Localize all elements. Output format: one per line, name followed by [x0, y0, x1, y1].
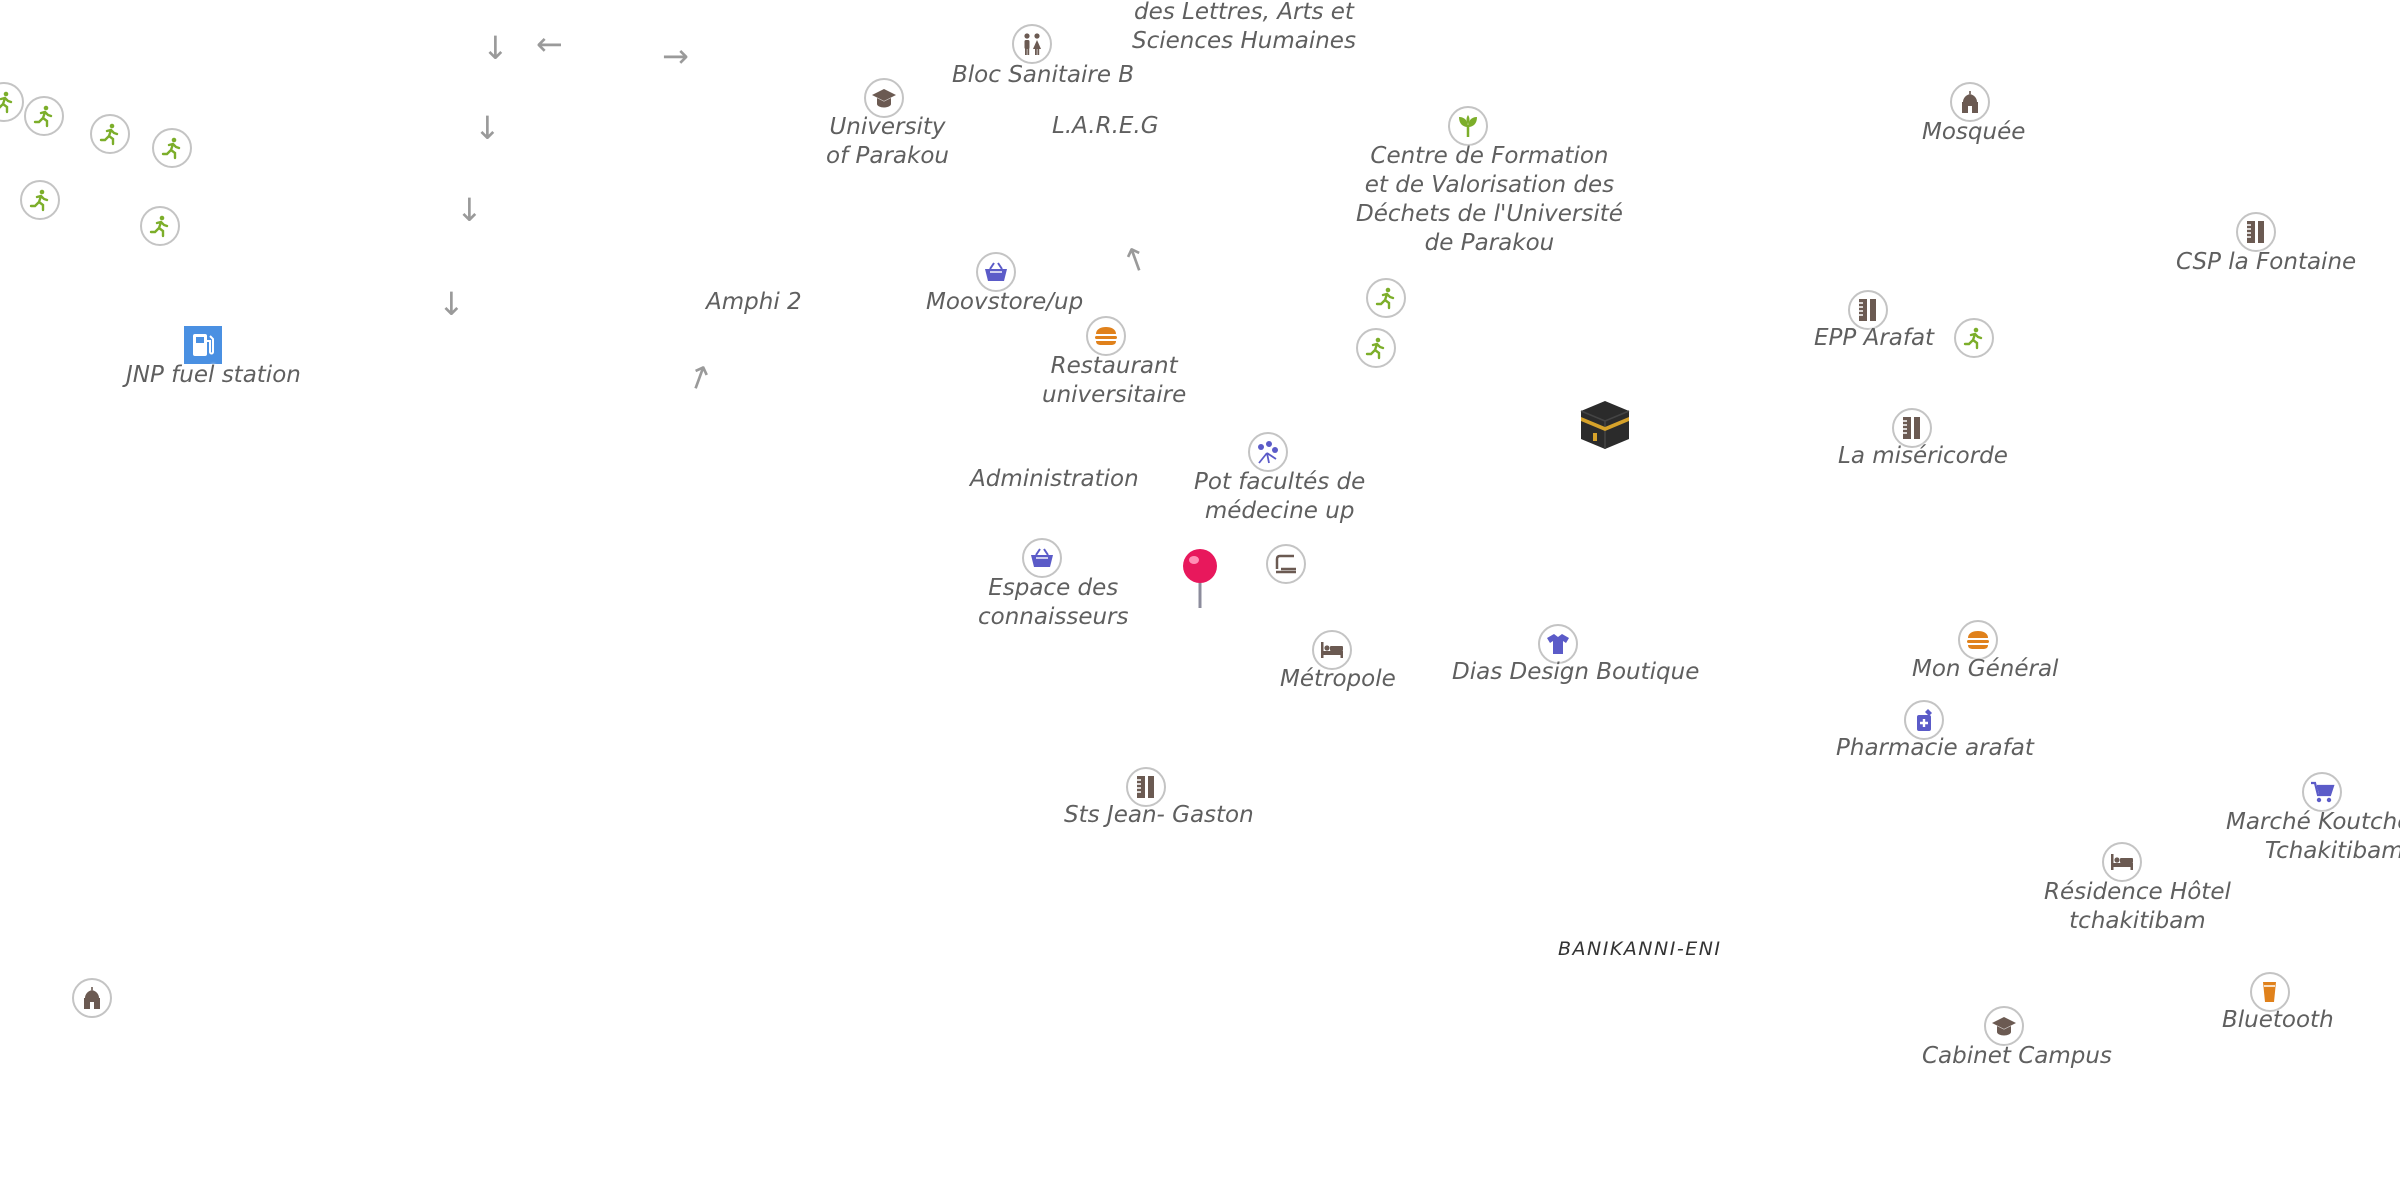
poi-label-csp-fontaine[interactable]: CSP la Fontaine	[2176, 249, 2357, 275]
poi-label-centre-formation[interactable]: Centre de Formation et de Valorisation d…	[1356, 142, 1623, 258]
label-line: tchakitibam	[2069, 908, 2206, 934]
poi-label-moovstore[interactable]: Moovstore/up	[926, 289, 1084, 315]
one-way-arrow-right: →	[662, 37, 689, 75]
graduation-cap-icon[interactable]	[1984, 1006, 2024, 1046]
poi-label-lareg[interactable]: L.A.R.E.G	[1052, 113, 1159, 139]
poi-label-amphi2[interactable]: Amphi 2	[706, 289, 802, 315]
poi-label-dias[interactable]: Dias Design Boutique	[1452, 659, 1700, 685]
label-line: Résidence Hôtel	[2044, 879, 2231, 905]
kaaba-icon[interactable]	[1577, 397, 1633, 453]
poi-label-cabinet[interactable]: Cabinet Campus	[1922, 1043, 2112, 1069]
running-person-icon[interactable]	[1356, 328, 1396, 368]
poi-label-faculte-lettres[interactable]: des Lettres, Arts et Sciences Humaines	[1132, 0, 1356, 56]
poi-label-administration[interactable]: Administration	[970, 466, 1139, 492]
running-person-icon[interactable]	[90, 114, 130, 154]
poi-label-pharmacie[interactable]: Pharmacie arafat	[1836, 735, 2034, 761]
burger-icon[interactable]	[1958, 620, 1998, 660]
poi-label-misericorde[interactable]: La miséricorde	[1838, 443, 2008, 469]
label-line: universitaire	[1042, 382, 1187, 408]
running-person-icon[interactable]	[1366, 278, 1406, 318]
one-way-arrow-down: ↓	[482, 29, 509, 67]
district-label: BANIKANNI-ENI	[1558, 938, 1722, 960]
poi-label-epp-arafat[interactable]: EPP Arafat	[1814, 325, 1935, 351]
label-line: Tchakitibam	[2264, 838, 2400, 864]
mosque-icon[interactable]	[72, 978, 112, 1018]
poi-label-marche[interactable]: Marché Koutcheto Tchakitibam	[2226, 808, 2400, 866]
basket-icon[interactable]	[1022, 538, 1062, 578]
shopping-cart-icon[interactable]	[2302, 772, 2342, 812]
running-person-icon[interactable]	[140, 206, 180, 246]
stairs-icon[interactable]	[1266, 544, 1306, 584]
plant-icon[interactable]	[1448, 106, 1488, 146]
label-line: Sciences Humaines	[1132, 28, 1356, 54]
burger-icon[interactable]	[1086, 316, 1126, 356]
poi-label-metropole[interactable]: Métropole	[1280, 666, 1396, 692]
one-way-arrow-up: ↑	[1116, 237, 1155, 283]
label-line: connaisseurs	[978, 604, 1129, 630]
label-line: Espace des	[988, 575, 1119, 601]
pharmacy-icon[interactable]	[1904, 700, 1944, 740]
running-person-icon[interactable]	[1954, 318, 1994, 358]
running-person-icon[interactable]	[20, 180, 60, 220]
school-ruler-icon[interactable]	[1892, 408, 1932, 448]
label-line: de Parakou	[1424, 230, 1555, 256]
basket-icon[interactable]	[976, 252, 1016, 292]
fuel-pump-icon[interactable]	[184, 326, 222, 364]
poi-label-mosquee[interactable]: Mosquée	[1922, 119, 2026, 145]
label-line: des Lettres, Arts et	[1134, 0, 1354, 25]
beer-glass-icon[interactable]	[2250, 972, 2290, 1012]
poi-label-university[interactable]: University of Parakou	[826, 113, 949, 171]
poi-label-restaurant[interactable]: Restaurant universitaire	[1042, 352, 1186, 410]
one-way-arrow-down: ↓	[438, 285, 465, 323]
label-line: of Parakou	[826, 143, 949, 169]
one-way-arrow-down: ↓	[456, 191, 483, 229]
poi-label-residence[interactable]: Résidence Hôtel tchakitibam	[2044, 878, 2231, 936]
one-way-arrow-down: ↓	[474, 109, 501, 147]
label-line: Déchets de l'Université	[1356, 201, 1623, 227]
label-line: Restaurant	[1050, 353, 1178, 379]
running-person-icon[interactable]	[24, 96, 64, 136]
poi-label-pot-facultes[interactable]: Pot facultés de médecine up	[1194, 468, 1365, 526]
label-line: et de Valorisation des	[1364, 172, 1615, 198]
poi-label-espace[interactable]: Espace des connaisseurs	[978, 574, 1129, 632]
running-person-icon[interactable]	[152, 128, 192, 168]
poi-label-sts-jean[interactable]: Sts Jean- Gaston	[1064, 802, 1254, 828]
map-pin-icon[interactable]	[1180, 548, 1220, 614]
bed-icon[interactable]	[1312, 630, 1352, 670]
mosque-icon[interactable]	[1950, 82, 1990, 122]
school-ruler-icon[interactable]	[1848, 290, 1888, 330]
graduation-cap-icon[interactable]	[864, 78, 904, 118]
label-line: médecine up	[1204, 498, 1355, 524]
flowers-icon[interactable]	[1248, 432, 1288, 472]
school-ruler-icon[interactable]	[1126, 767, 1166, 807]
label-line: Pot facultés de	[1194, 469, 1366, 495]
poi-label-bloc-sanitaire[interactable]: Bloc Sanitaire B	[952, 62, 1135, 88]
toilets-icon[interactable]	[1012, 24, 1052, 64]
poi-label-mon-general[interactable]: Mon Général	[1912, 656, 2059, 682]
label-line: University	[829, 114, 946, 140]
running-person-icon[interactable]	[0, 82, 24, 122]
label-line: Marché Koutcheto	[2226, 809, 2400, 835]
school-ruler-icon[interactable]	[2236, 212, 2276, 252]
poi-label-bluetooth[interactable]: Bluetooth	[2222, 1007, 2334, 1033]
one-way-arrow-left: ←	[536, 25, 563, 63]
label-line: Centre de Formation	[1370, 143, 1609, 169]
tshirt-icon[interactable]	[1538, 624, 1578, 664]
poi-label-jnp-fuel[interactable]: JNP fuel station	[126, 362, 301, 388]
bed-icon[interactable]	[2102, 842, 2142, 882]
one-way-arrow-up: ↑	[680, 355, 719, 401]
